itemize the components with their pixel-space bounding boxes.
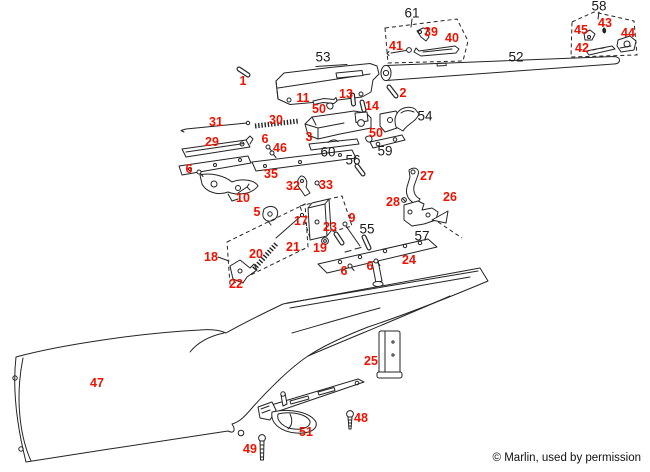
part-6-screw-c	[347, 263, 355, 271]
part-19-bushing	[321, 237, 329, 245]
part-26-carrier	[403, 200, 463, 239]
part-14-pin	[359, 99, 367, 113]
part-9-strut	[342, 221, 361, 247]
part-49-screw	[258, 434, 266, 461]
part-52-barrel	[380, 56, 620, 82]
part-27-lever	[406, 167, 421, 205]
part-40-feedthroat	[413, 45, 460, 57]
part-35-feed-assembly	[178, 149, 357, 202]
part-6-screw-a	[265, 144, 273, 152]
part-5-plunger	[262, 206, 279, 226]
part-1-pin	[236, 66, 251, 78]
part-33-screw	[314, 180, 323, 189]
part-30-recoil-spring	[254, 118, 300, 129]
part-39-buffer	[416, 27, 430, 42]
part-56-pin	[354, 163, 366, 177]
part-10-pin	[237, 183, 251, 194]
part-6-screw-d	[373, 258, 381, 266]
part-23-pin	[333, 231, 345, 246]
part-47-stock	[12, 267, 489, 463]
part-2-pin	[386, 84, 399, 99]
part-60-lifter-bar	[308, 138, 360, 151]
part-48-screw	[346, 410, 354, 430]
part-50-extractor-a	[326, 102, 334, 110]
part-25-magazine	[376, 330, 403, 379]
part-31-guide-rod	[180, 120, 251, 133]
part-21-rod	[275, 212, 305, 239]
part-41-guide-rod	[386, 47, 412, 56]
part-44	[616, 35, 637, 53]
part-3-bolt	[304, 110, 372, 140]
part-45	[583, 29, 596, 41]
part-22-hammer-strut	[229, 259, 258, 284]
group-box-18	[217, 203, 309, 286]
group-box-61	[384, 18, 469, 64]
part-6-screw-b	[196, 169, 204, 177]
part-29-cartridge-guide	[181, 135, 254, 158]
part-28-screw	[401, 197, 407, 203]
part-51-trigger-guard	[257, 378, 365, 434]
part-20-spring	[252, 241, 279, 271]
copyright-text: © Marlin, used by permission	[492, 452, 641, 464]
part-59-guide	[369, 134, 406, 149]
part-13-pin	[350, 92, 356, 107]
group-box-58	[570, 11, 638, 58]
part-54-front-sight	[394, 106, 420, 132]
part-32-hook	[297, 175, 311, 197]
part-46-screw	[269, 150, 277, 158]
part-50-extractor-b	[365, 135, 373, 143]
part-17-hammer	[307, 198, 332, 241]
part-55-pin	[361, 234, 372, 251]
part-57-sear-plate	[317, 238, 438, 287]
part-43-pin	[602, 27, 607, 34]
part-42	[585, 45, 616, 56]
